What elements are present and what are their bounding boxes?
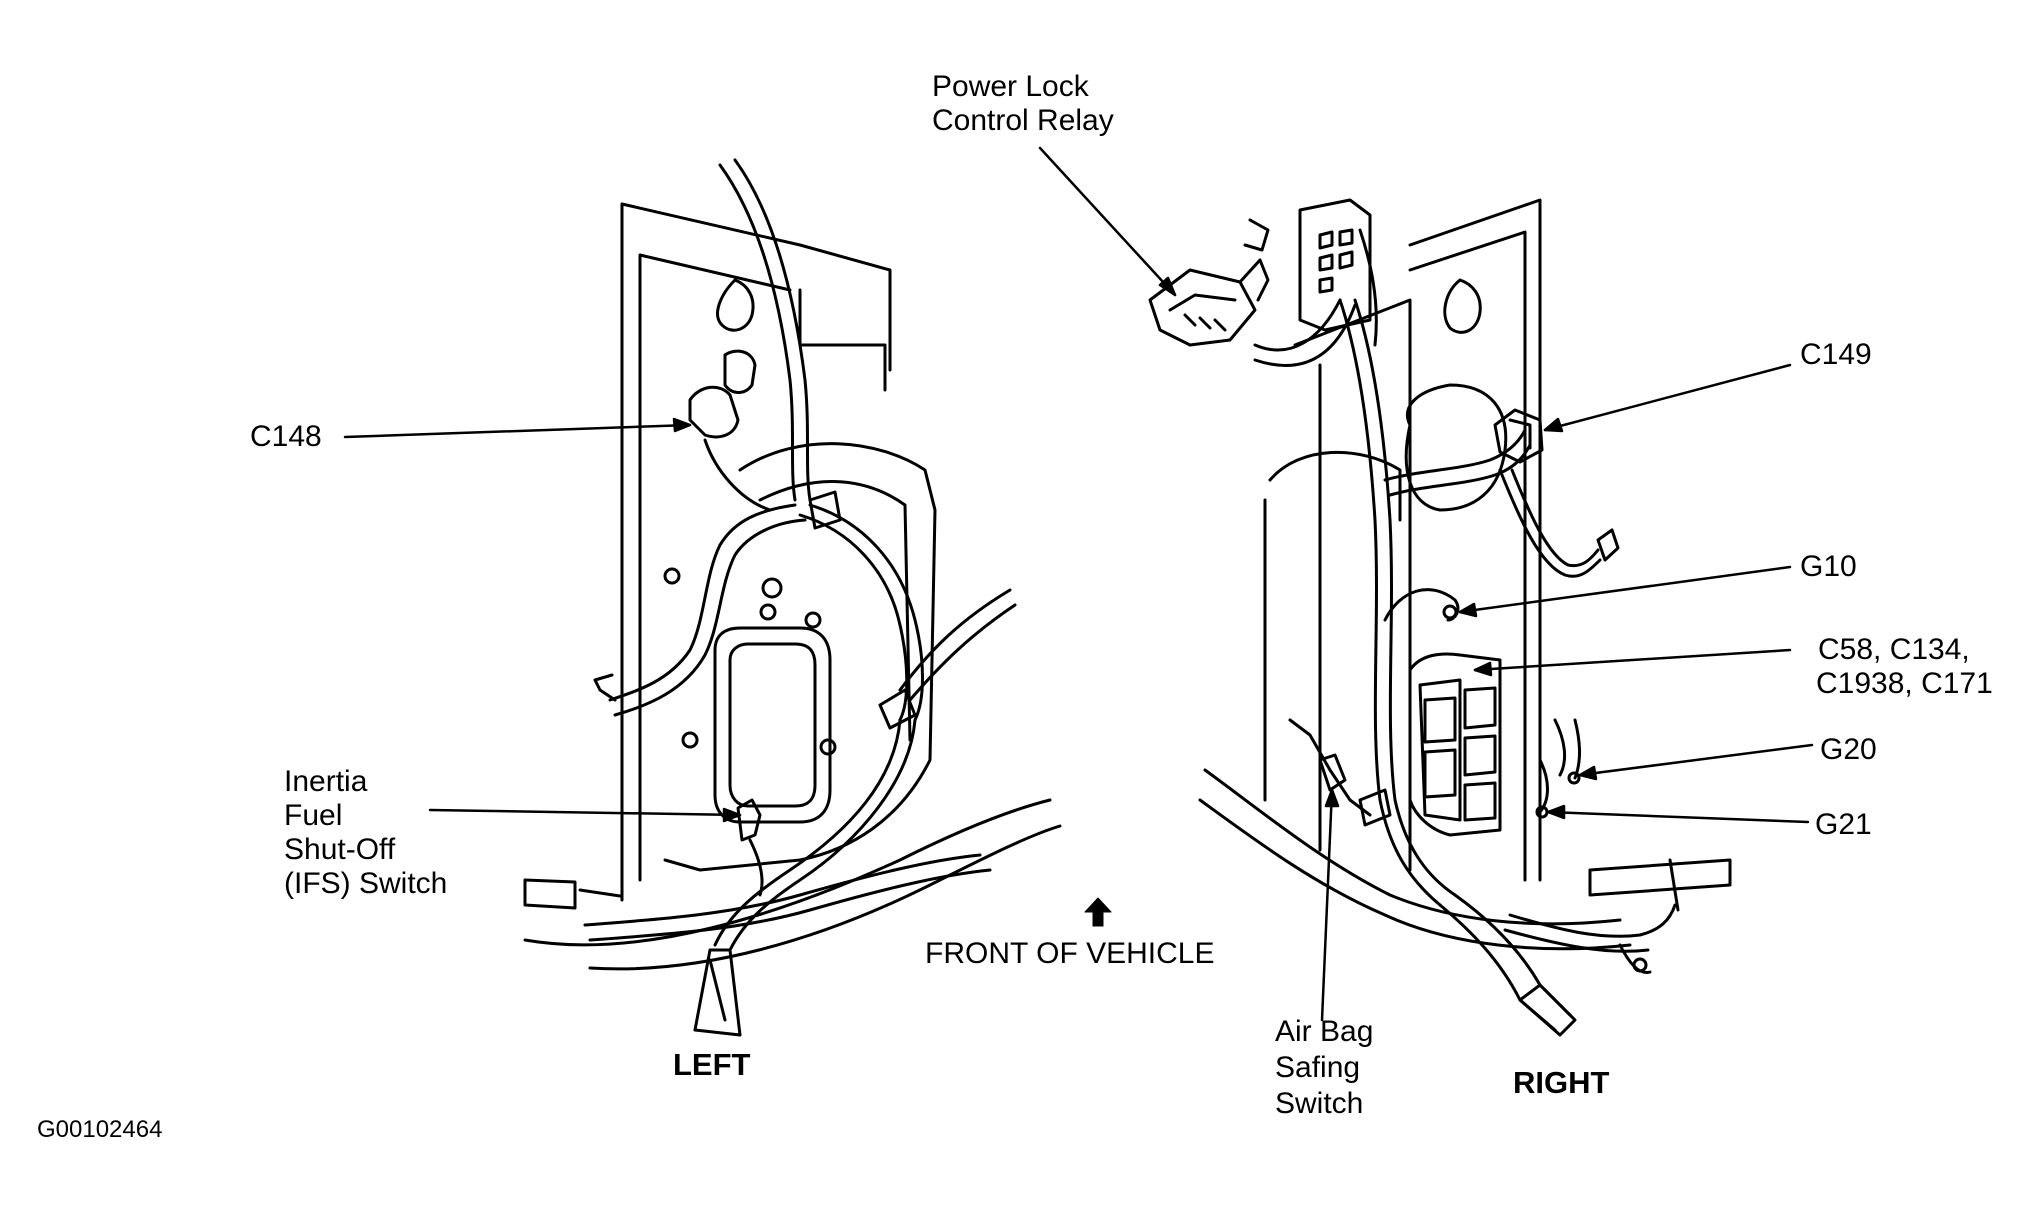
c148-label: C148 <box>250 420 322 453</box>
air-bag-switch-label: Air Bag Safing Switch <box>1275 1015 1374 1120</box>
ifs-switch-label: Inertia Fuel Shut-Off (IFS) Switch <box>284 765 448 900</box>
left-kick-panel <box>523 158 1062 1037</box>
c149-label: C149 <box>1800 338 1872 371</box>
left-side-label: LEFT <box>673 1047 751 1082</box>
power-lock-relay-label: Power Lock Control Relay <box>932 70 1114 137</box>
g10-label: G10 <box>1800 550 1857 583</box>
right-kick-panel <box>1148 198 1732 1037</box>
front-of-vehicle-label: FRONT OF VEHICLE <box>925 937 1215 970</box>
leader-lines <box>343 146 1814 1022</box>
up-arrow-icon <box>1084 897 1112 927</box>
figure-id: G00102464 <box>37 1116 163 1143</box>
g20-label: G20 <box>1820 733 1877 766</box>
connector-group-label: C58, C134, C1938, C171 <box>1816 633 1993 700</box>
g21-label: G21 <box>1815 808 1872 841</box>
right-side-label: RIGHT <box>1513 1065 1610 1100</box>
